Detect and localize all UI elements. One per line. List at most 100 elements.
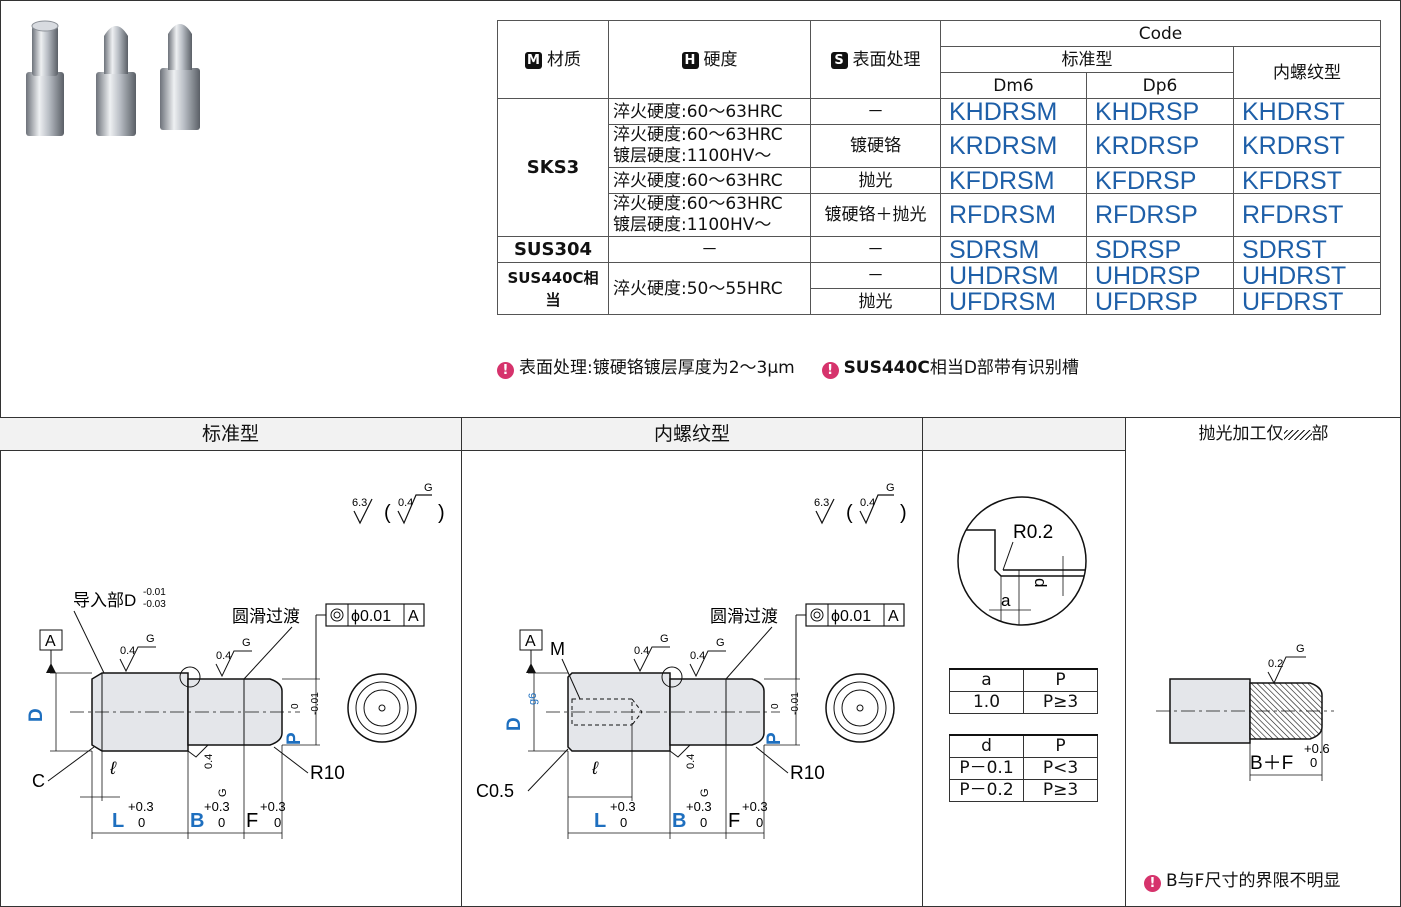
polish-panel: 抛光加工仅部 B＋F +0.6 0 0.2 G !B与F尺寸的界限不明显: [1126, 418, 1401, 907]
leader-line: [243, 626, 293, 680]
code-link[interactable]: KFDRST: [1233, 167, 1381, 194]
code-link[interactable]: RFDRSM: [940, 193, 1087, 237]
paren-close: ): [438, 502, 445, 524]
dim-B: B: [672, 810, 686, 832]
roughness-value: 6.3: [814, 497, 829, 509]
hardness-cell: 淬火硬度:60～63HRC: [608, 167, 811, 194]
surface-badge: S: [830, 51, 848, 69]
concentricity-icon: [810, 608, 824, 622]
info-icon: !: [497, 362, 514, 379]
dim-d-value: P－0.1: [949, 756, 1024, 780]
tol-F-lower: 0: [274, 815, 281, 830]
header-dp6: Dp6: [1086, 72, 1234, 99]
code-link[interactable]: KRDRSM: [940, 124, 1087, 168]
roughness-grade: G: [1296, 643, 1305, 655]
end-view-inner: [841, 689, 879, 727]
roughness-grade: G: [699, 788, 711, 797]
roughness-symbol: [859, 494, 894, 525]
roughness-fine-value: 0.4: [398, 497, 413, 509]
roughness-fine-value: 0.4: [120, 645, 135, 657]
code-link[interactable]: SDRSP: [1086, 236, 1234, 263]
dim-g6: g6: [527, 693, 539, 705]
transition-circle: [179, 666, 201, 688]
hardness-badge: H: [681, 51, 699, 69]
dim-B: B: [190, 810, 204, 832]
hardness-cell: 淬火硬度:50～55HRC: [608, 262, 811, 315]
surface-cell: 抛光: [810, 288, 941, 315]
hardness-line: 镀层硬度:1100HV～: [613, 215, 772, 235]
code-link[interactable]: UFDRST: [1233, 288, 1381, 315]
dim-p-value: P≥3: [1023, 778, 1098, 802]
material-sus440c: SUS440C相当: [497, 262, 609, 315]
note-plating: 表面处理:镀硬铬镀层厚度为2～3μm: [519, 358, 795, 378]
end-view-ring: [355, 681, 409, 735]
end-view-center: [378, 704, 386, 712]
code-link[interactable]: KHDRSP: [1086, 98, 1234, 125]
roughness-grade: G: [886, 482, 895, 494]
leader-line: [527, 748, 569, 792]
note-sus440c-bold: SUS440C: [843, 358, 930, 378]
code-link[interactable]: SDRST: [1233, 236, 1381, 263]
code-link[interactable]: KHDRST: [1233, 98, 1381, 125]
code-link[interactable]: UFDRSP: [1086, 288, 1234, 315]
code-link[interactable]: KRDRSP: [1086, 124, 1234, 168]
polish-title-suffix: 部: [1311, 424, 1329, 444]
table-row: 抛光 UFDRSM UFDRSP UFDRST: [498, 288, 1381, 315]
standard-type-drawing: 6.3 ( 0.4 G ) 导入部D -0.01 -0.03 圆滑过渡 ϕ0.0…: [26, 482, 445, 839]
header-material-label: 材质: [547, 49, 581, 70]
tol-L-lower: 0: [620, 815, 627, 830]
leader-line: [1002, 541, 1014, 571]
dim-p-value: P<3: [1023, 756, 1098, 780]
concentricity-icon-inner: [813, 611, 821, 619]
dim-p-header: P: [1023, 668, 1098, 692]
tol-BF-lower: 0: [1310, 755, 1317, 770]
table-row: SKS3 淬火硬度:60～63HRC － KHDRSM KHDRSP KHDRS…: [497, 98, 1381, 237]
code-link[interactable]: UHDRSM: [940, 262, 1087, 289]
roughness-symbol: [187, 744, 209, 758]
internal-thread-panel: 内螺纹型 6.3 ( 0.4 G ) M 圆滑过渡 ϕ0.01 A A: [462, 418, 923, 907]
surface-cell: 抛光: [810, 167, 941, 194]
datum-label: A: [45, 633, 56, 650]
hardness-line: 镀层硬度:1100HV～: [613, 146, 772, 166]
concentricity-icon-inner: [333, 611, 341, 619]
paren-open: (: [846, 502, 853, 524]
code-link[interactable]: UFDRSM: [940, 288, 1087, 315]
dim-BF: B＋F: [1250, 753, 1293, 774]
transition-circle: [661, 666, 683, 688]
leader-line: [725, 626, 773, 680]
dim-a: a: [1001, 591, 1011, 610]
code-link[interactable]: KFDRSP: [1086, 167, 1234, 194]
roughness-grade: G: [242, 637, 251, 649]
table-row: SUS440C相当 淬火硬度:50～55HRC － UHDRSM UHDRSP …: [497, 262, 1381, 315]
tol-B-upper: +0.3: [204, 799, 230, 814]
detail-circle: [957, 496, 1087, 626]
standard-type-panel: 标准型 6.3 ( 0.4 G ) 导入部D -0.01 -0.03 圆滑过渡 …: [0, 418, 462, 907]
code-link[interactable]: UHDRST: [1233, 262, 1381, 289]
tol-B-lower: 0: [700, 815, 707, 830]
code-link[interactable]: SDRSM: [940, 236, 1087, 263]
code-link[interactable]: KFDRSM: [940, 167, 1087, 194]
header-internal-thread: 内螺纹型: [1233, 46, 1381, 99]
tol-P-upper: 0: [770, 703, 781, 709]
tol-B-upper: +0.3: [686, 799, 712, 814]
pin-small-body: [187, 678, 283, 746]
code-link[interactable]: RFDRSP: [1086, 193, 1234, 237]
code-link[interactable]: UHDRSP: [1086, 262, 1234, 289]
code-link[interactable]: RFDRST: [1233, 193, 1381, 237]
code-link[interactable]: KRDRST: [1233, 124, 1381, 168]
note-sus440c: 相当D部带有识别槽: [929, 358, 1079, 378]
surface-cell: 镀硬铬: [810, 124, 941, 168]
code-link[interactable]: KHDRSM: [940, 98, 1087, 125]
roughness-symbol: [689, 650, 726, 678]
tol-F-upper: +0.3: [742, 799, 768, 814]
roughness-fine-value: 0.4: [634, 645, 649, 657]
polish-title-text: 抛光加工仅: [1198, 424, 1284, 444]
end-view-inner: [363, 689, 401, 727]
